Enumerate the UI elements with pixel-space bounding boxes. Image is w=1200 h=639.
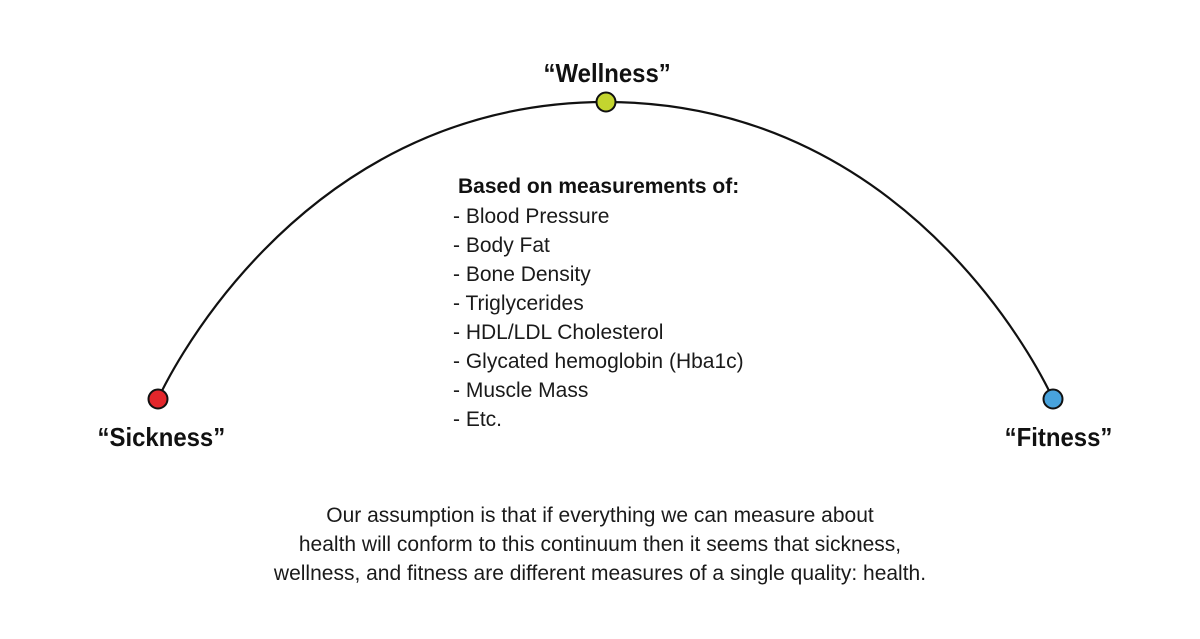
summary-text: Our assumption is that if everything we …	[200, 501, 1000, 588]
summary-line: health will conform to this continuum th…	[298, 533, 902, 556]
wellness-point	[595, 91, 617, 113]
measurement-item: - Body Fat	[453, 234, 550, 257]
measurement-item: - Triglycerides	[453, 292, 584, 315]
measurement-item: - Etc.	[453, 408, 503, 431]
summary-line: Our assumption is that if everything we …	[326, 504, 874, 527]
fitness-point	[1042, 388, 1064, 410]
measurement-item: - Muscle Mass	[453, 379, 589, 402]
measurements-heading: Based on measurements of:	[458, 175, 740, 198]
wellness-label: “Wellness”	[543, 58, 671, 88]
summary-line: wellness, and fitness are different meas…	[273, 562, 927, 585]
sickness-label: “Sickness”	[97, 422, 226, 452]
measurement-item: - Blood Pressure	[453, 205, 610, 228]
fitness-label: “Fitness”	[1004, 422, 1113, 452]
measurements-block: Based on measurements of: - Blood Pressu…	[453, 174, 744, 434]
sickness-point	[147, 388, 169, 410]
measurement-item: - HDL/LDL Cholesterol	[453, 321, 664, 344]
measurement-item: - Bone Density	[453, 263, 591, 286]
measurement-item: - Glycated hemoglobin (Hba1c)	[453, 350, 744, 373]
measurements-list: - Blood Pressure - Body Fat - Bone Densi…	[453, 202, 744, 434]
